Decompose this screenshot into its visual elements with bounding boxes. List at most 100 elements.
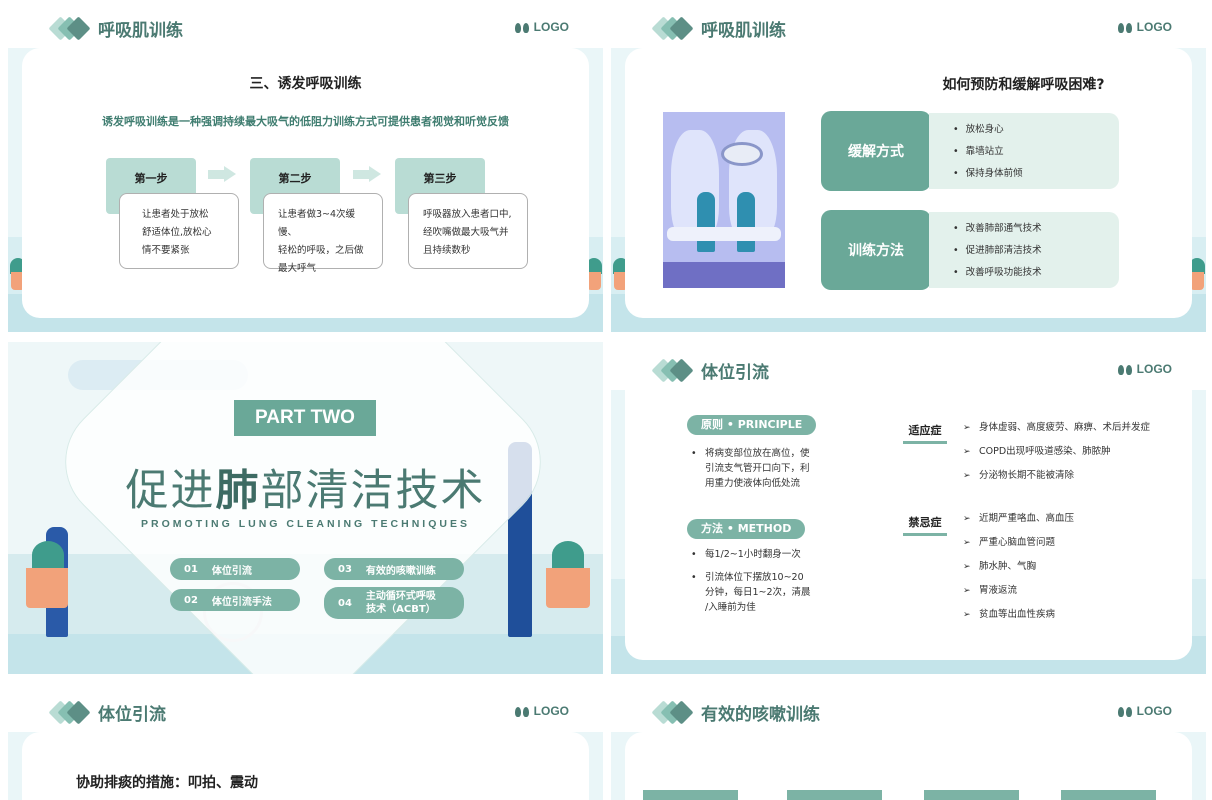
chevron-deco-icon: [48, 699, 91, 725]
list-item: COPD出现呼吸道感染、肺脓肿: [963, 445, 1150, 469]
header-title: 有效的咳嗽训练: [701, 705, 820, 725]
slide-header: 呼吸肌训练: [48, 15, 183, 41]
text-line: 每1/2~1小时翻身一次: [705, 549, 801, 560]
slide-thumbnail-1[interactable]: 呼吸肌训练 LOGO 三、诱发呼吸训练 诱发呼吸训练是一种强调持续最大吸气的低阻…: [8, 0, 603, 332]
principle-list: 将病变部位放在高位，使 引流支气管开口向下，利 用重力使液体向低处流: [689, 446, 810, 497]
top-strip: [8, 0, 603, 48]
text-line: 分钟，每日1~2次，清晨: [705, 587, 811, 598]
title-part: 部清洁技术: [260, 466, 486, 516]
surgery-illustration-image: [663, 112, 785, 288]
step-block: [1061, 790, 1156, 800]
doctor-figure: [697, 192, 715, 252]
list-item: 分泌物长期不能被清除: [963, 469, 1150, 493]
top-strip: [8, 684, 603, 732]
content-card: [625, 732, 1192, 800]
list-item: 将病变部位放在高位，使 引流支气管开口向下，利 用重力使液体向低处流: [689, 446, 810, 491]
toc-text: 体位引流手法: [211, 596, 272, 608]
method-badge: 方法 • METHOD: [687, 519, 806, 539]
step-text-line: 轻松的呼吸，之后做: [278, 245, 364, 256]
slide-thumbnail-6[interactable]: 有效的咳嗽训练 LOGO: [611, 684, 1206, 800]
lung-logo-icon: [1117, 363, 1132, 375]
step-1-box: 让患者处于放松 舒适体位,放松心 情不要紧张: [119, 193, 239, 269]
toc-item-02: 02 体位引流手法: [170, 589, 300, 611]
logo: LOGO: [1117, 704, 1172, 718]
slide-thumbnail-5[interactable]: 体位引流 LOGO 协助排痰的措施：叩拍、震动: [8, 684, 603, 800]
toc-text: 体位引流: [211, 565, 252, 577]
title-emphasis: 肺: [215, 466, 261, 516]
header-title: 体位引流: [701, 363, 769, 383]
floor-shape: [663, 262, 785, 288]
chapter-title: 促进肺部清洁技术: [8, 456, 603, 518]
toc-text-line: 主动循环式呼吸: [365, 591, 436, 602]
list-item: 胃液返流: [963, 584, 1074, 608]
pot-decoration: [546, 568, 590, 608]
step-3-box: 呼吸器放入患者口中, 经吹嘴做最大吸气并 且持续数秒: [408, 193, 528, 269]
text-line: 引流体位下摆放10~20: [705, 572, 804, 583]
list-item: 保持身体前倾: [953, 163, 1119, 185]
top-strip: [611, 684, 1206, 732]
indication-list: 身体虚弱、高度疲劳、麻痹、术后并发症 COPD出现呼吸道感染、肺脓肿 分泌物长期…: [963, 421, 1150, 493]
section-description: 诱发呼吸训练是一种强调持续最大吸气的低阻力训练方式可提供患者视觉和听觉反馈: [102, 115, 509, 128]
chevron-deco-icon: [651, 15, 694, 41]
toc-number: 02: [184, 594, 198, 606]
plant-decoration: [32, 541, 64, 569]
slide-thumbnail-3[interactable]: PART TWO 促进肺部清洁技术 PROMOTING LUNG CLEANIN…: [8, 342, 603, 674]
logo-text: LOGO: [1136, 704, 1172, 718]
plant-decoration: [586, 258, 602, 274]
pot-decoration: [1190, 272, 1204, 290]
assist-measures-title: 协助排痰的措施：叩拍、震动: [76, 775, 258, 791]
plant-decoration: [1189, 258, 1205, 274]
chevron-deco-icon: [651, 357, 694, 383]
text-line: 引流支气管开口向下，利: [705, 463, 810, 474]
list-item: 引流体位下摆放10~20 分钟，每日1~2次，清晨 /入睡前为佳: [689, 570, 811, 615]
list-item: 每1/2~1小时翻身一次: [689, 547, 811, 562]
lung-logo-icon: [514, 705, 529, 717]
slide-thumbnail-2[interactable]: 呼吸肌训练 LOGO 如何预防和缓解呼吸困难? 缓解方式 放松身心 靠墙站立 保…: [611, 0, 1206, 332]
logo: LOGO: [1117, 362, 1172, 376]
relief-methods-list: 放松身心 靠墙站立 保持身体前倾: [929, 113, 1119, 189]
list-item: 改善肺部通气技术: [953, 218, 1119, 240]
surgical-lamp-icon: [721, 142, 763, 166]
list-item: 肺水肿、气胸: [963, 560, 1074, 584]
list-item: 身体虚弱、高度疲劳、麻痹、术后并发症: [963, 421, 1150, 445]
toc-item-04: 04 主动循环式呼吸 技术（ACBT）: [324, 587, 464, 619]
text-line: 将病变部位放在高位，使: [705, 448, 810, 459]
slide-header: 呼吸肌训练: [651, 15, 786, 41]
top-strip: [611, 0, 1206, 48]
toc-number: 04: [338, 597, 352, 609]
list-item: 靠墙站立: [953, 141, 1119, 163]
slide-thumbnail-4[interactable]: 体位引流 LOGO 原则 • PRINCIPLE 将病变部位放在高位，使 引流支…: [611, 342, 1206, 674]
text-line: 用重力使液体向低处流: [705, 478, 801, 489]
chapter-subtitle: PROMOTING LUNG CLEANING TECHNIQUES: [141, 518, 470, 530]
list-item: 放松身心: [953, 119, 1119, 141]
logo-text: LOGO: [1136, 20, 1172, 34]
step-text-line: 情不要紧张: [142, 245, 190, 256]
step-text-line: 让患者做3~4次缓慢、: [278, 209, 356, 238]
list-item: 严重心脑血管问题: [963, 536, 1074, 560]
arrow-right-icon: [353, 166, 383, 182]
slide-header: 有效的咳嗽训练: [651, 699, 820, 725]
step-2-box: 让患者做3~4次缓慢、 轻松的呼吸，之后做 最大呼气: [263, 193, 383, 274]
doctor-figure: [737, 192, 755, 252]
pot-decoration: [11, 272, 25, 290]
lung-logo-icon: [1117, 21, 1132, 33]
chevron-deco-icon: [651, 699, 694, 725]
operating-bed: [667, 227, 781, 241]
step-text-line: 最大呼气: [278, 263, 317, 274]
step-block: [787, 790, 882, 800]
training-methods-tab: 训练方法: [821, 210, 931, 290]
list-item: 改善呼吸功能技术: [953, 262, 1119, 284]
step-text-line: 呼吸器放入患者口中,: [423, 209, 512, 220]
lung-logo-icon: [514, 21, 529, 33]
list-item: 贫血等出血性疾病: [963, 608, 1074, 632]
step-text-line: 且持续数秒: [423, 245, 471, 256]
plant-decoration: [552, 541, 584, 569]
logo: LOGO: [514, 20, 569, 34]
toc-item-01: 01 体位引流: [170, 558, 300, 580]
contraindication-list: 近期严重咯血、高血压 严重心脑血管问题 肺水肿、气胸 胃液返流 贫血等出血性疾病: [963, 512, 1074, 632]
toc-number: 03: [338, 563, 352, 575]
logo: LOGO: [514, 704, 569, 718]
lung-logo-icon: [1117, 705, 1132, 717]
training-methods-list: 改善肺部通气技术 促进肺部清洁技术 改善呼吸功能技术: [929, 212, 1119, 288]
section-title: 三、诱发呼吸训练: [249, 76, 362, 92]
